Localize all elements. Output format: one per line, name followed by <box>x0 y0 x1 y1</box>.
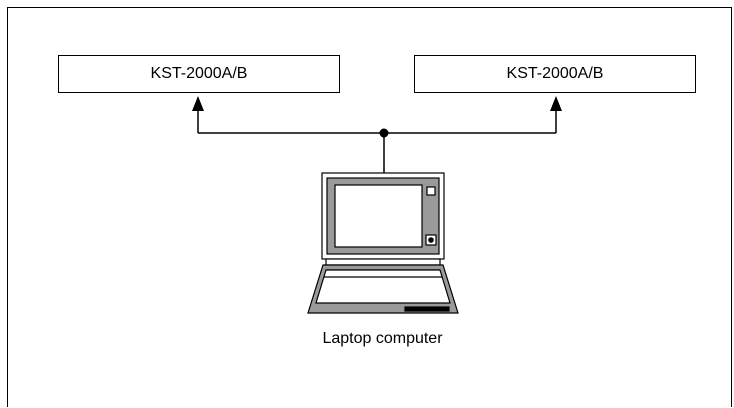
laptop-power-dot <box>428 237 434 243</box>
laptop-drive-slot <box>404 306 450 312</box>
device-label-left: KST-2000A/B <box>150 65 248 82</box>
laptop-icon <box>307 172 459 314</box>
device-box-right: KST-2000A/B <box>414 55 696 93</box>
diagram-frame <box>7 7 732 407</box>
device-label-right: KST-2000A/B <box>506 65 604 82</box>
left-arrowhead <box>192 96 204 111</box>
junction-dot <box>379 128 389 138</box>
laptop-caption: Laptop computer <box>322 330 443 347</box>
laptop-screen <box>334 184 423 248</box>
laptop-keyboard <box>315 269 451 304</box>
device-box-left: KST-2000A/B <box>58 55 340 93</box>
laptop-hinge <box>325 258 441 266</box>
right-arrowhead <box>550 96 562 111</box>
laptop-top-button <box>426 186 436 196</box>
